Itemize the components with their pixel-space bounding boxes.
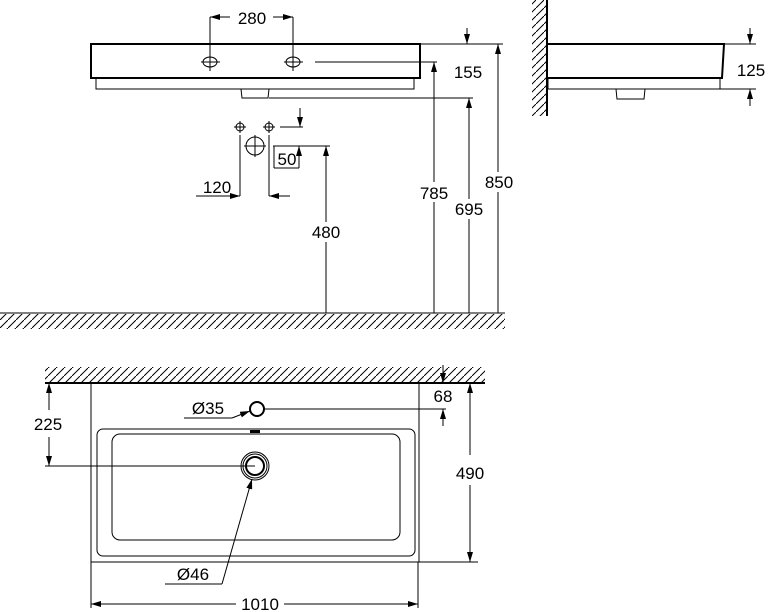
basin-outline <box>90 382 420 563</box>
dim-1010: 1010 <box>241 595 279 612</box>
tap-hole-left <box>201 53 220 71</box>
dim-68: 68 <box>434 387 453 406</box>
supply-point-right <box>263 121 275 133</box>
dim-tap-hole-diameter: Ø35 <box>192 399 224 418</box>
bowl-outer <box>96 428 416 557</box>
dim-695: 695 <box>455 200 483 219</box>
wall-hatch <box>532 0 547 116</box>
basin-body <box>90 43 421 79</box>
dim-850: 850 <box>485 173 513 192</box>
basin-lip <box>95 78 415 90</box>
wall-hatch-plan <box>45 367 485 382</box>
tap-hole-right <box>284 53 303 71</box>
bowl-inner <box>111 433 401 541</box>
dim-480: 480 <box>312 223 340 242</box>
dim-490: 490 <box>456 464 484 483</box>
overflow <box>250 430 260 433</box>
waste-point <box>244 135 266 157</box>
floor-hatch <box>0 314 505 329</box>
dim-785: 785 <box>420 184 448 203</box>
drain-outlet <box>240 88 270 99</box>
dim-280: 280 <box>238 9 266 28</box>
dim-drain-diameter: Ø46 <box>177 565 209 584</box>
plan-view: 1010 225 Ø35 68 490 Ø46 <box>34 365 485 612</box>
dim-50: 50 <box>278 150 297 169</box>
tap-hole <box>249 401 265 417</box>
front-view: 280 155 785 695 850 50 120 480 <box>0 9 520 329</box>
dim-125: 125 <box>737 61 765 80</box>
side-view: 125 <box>532 0 765 116</box>
dim-225: 225 <box>34 415 62 434</box>
supply-point-left <box>234 121 246 133</box>
dim-120: 120 <box>203 178 231 197</box>
dim-155: 155 <box>454 63 482 82</box>
